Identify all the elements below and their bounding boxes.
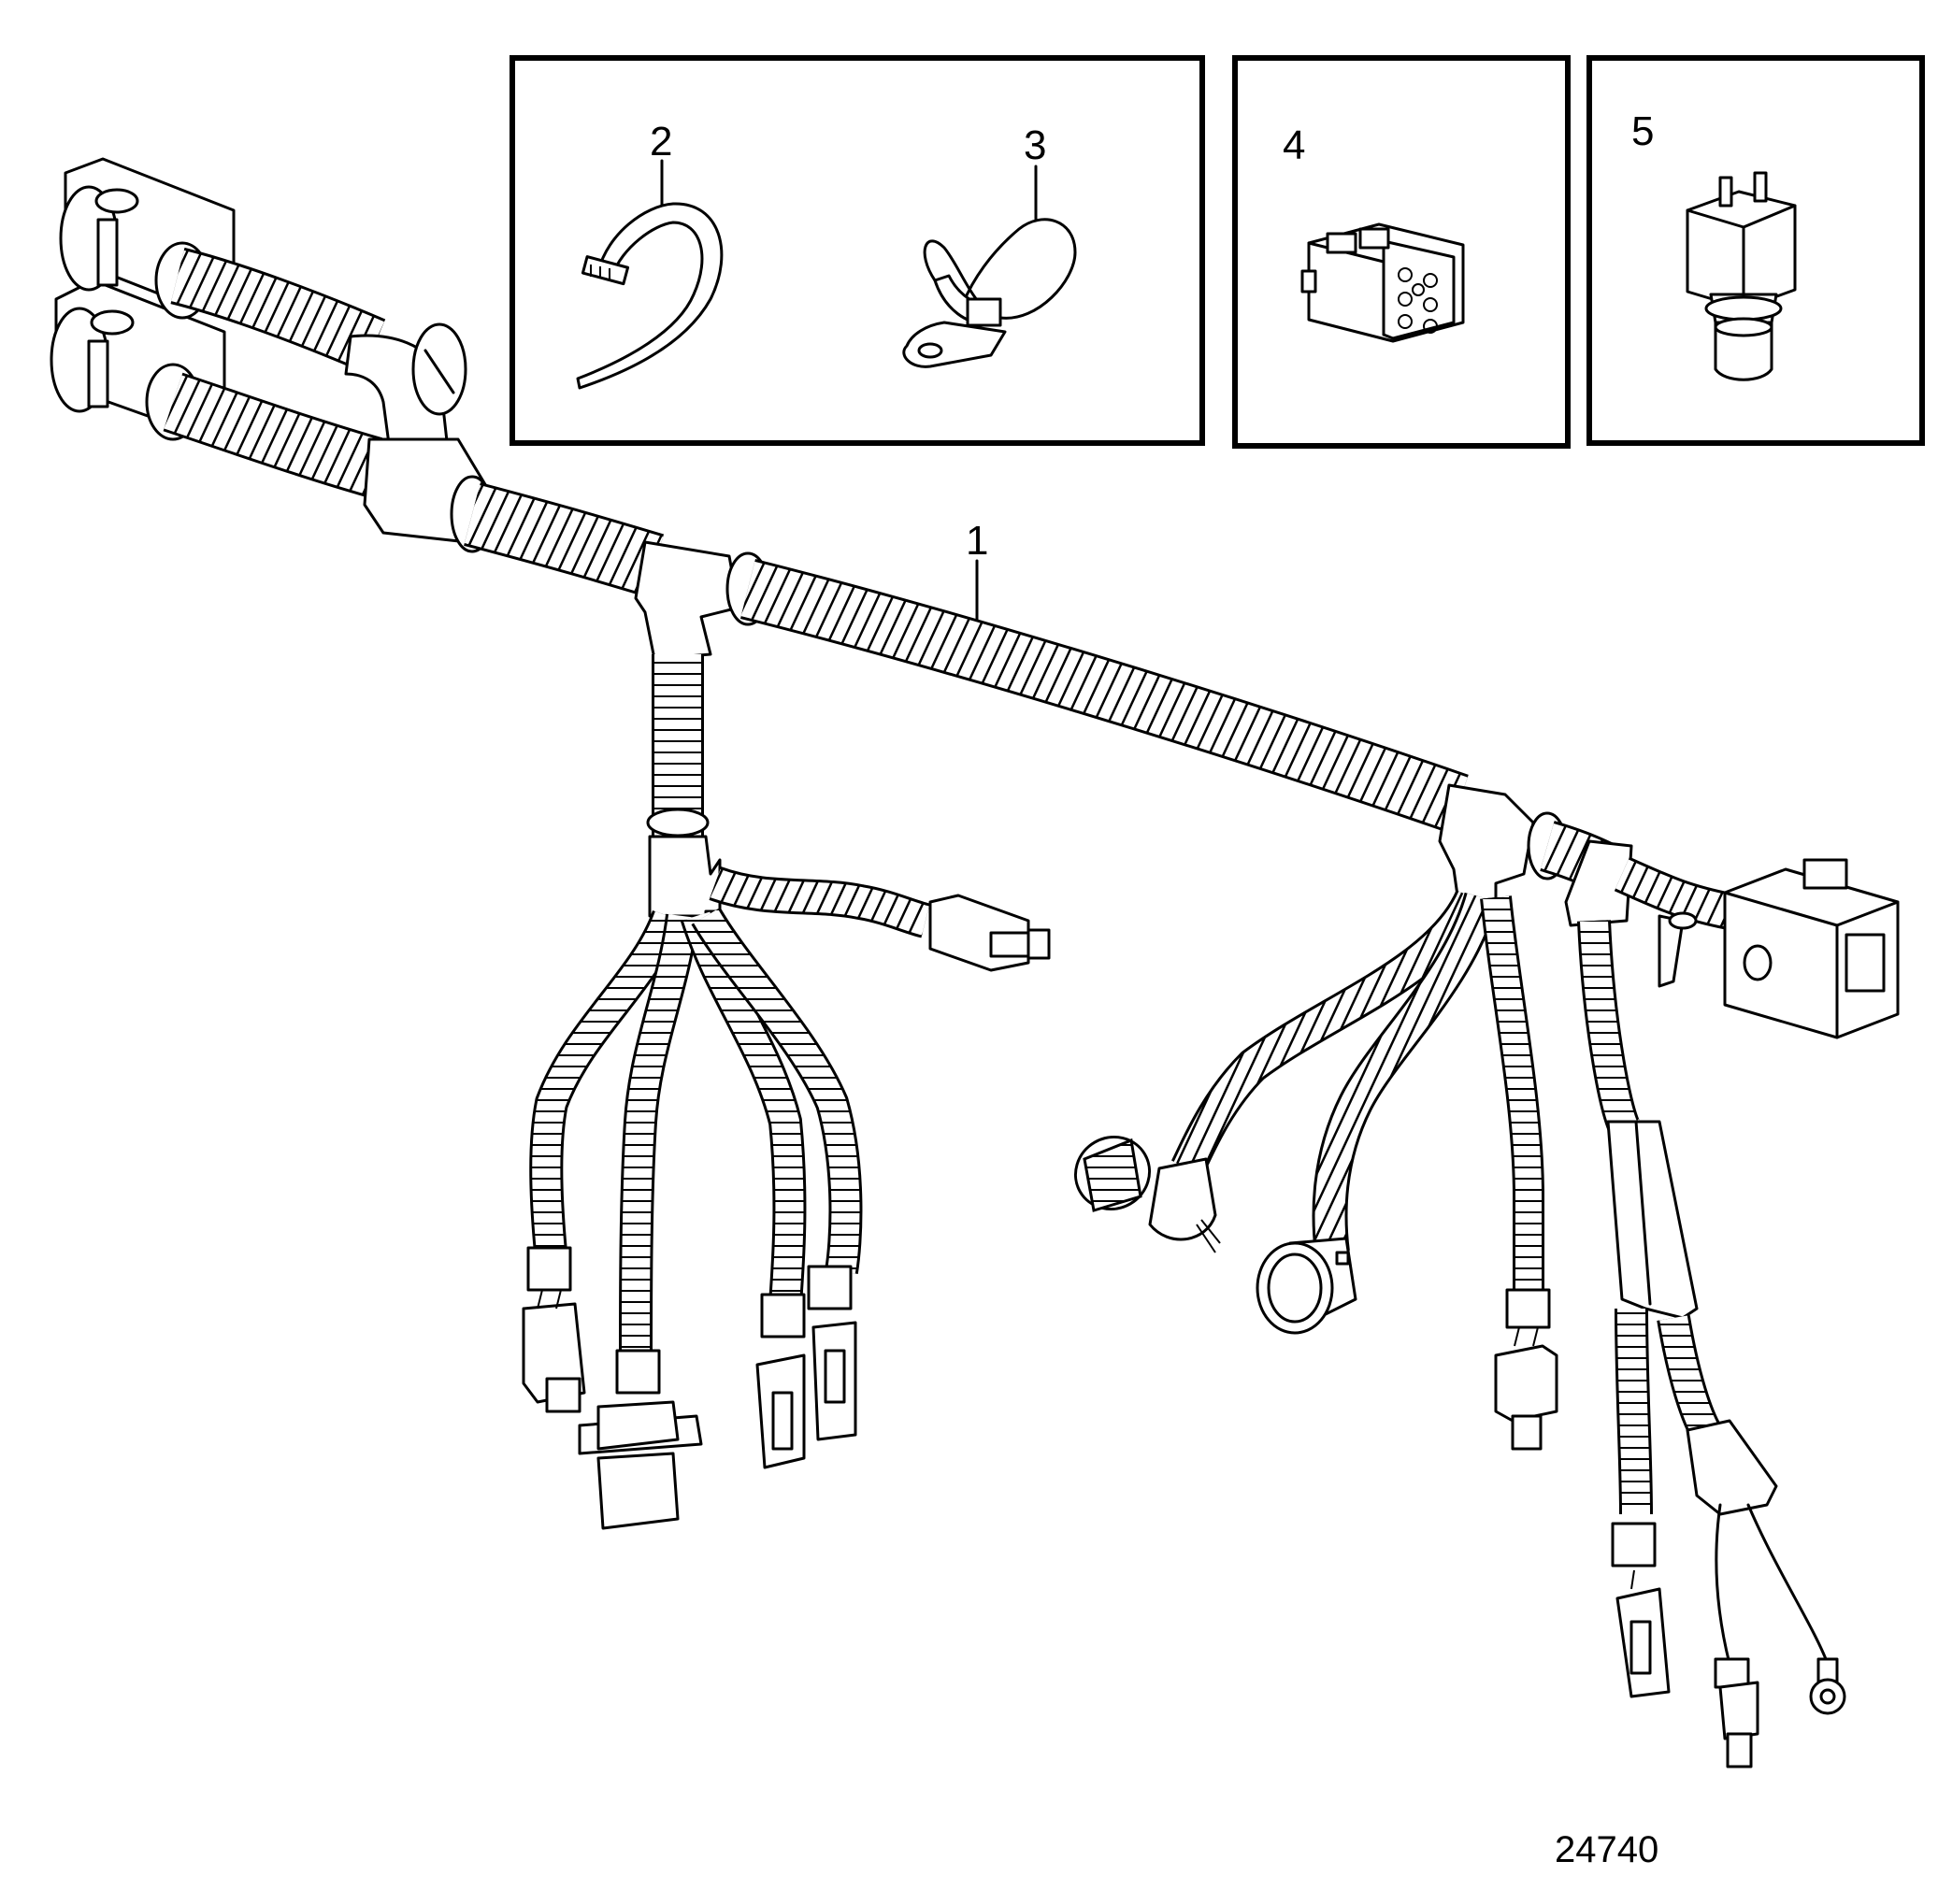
connector-housing-part <box>1300 222 1465 343</box>
angled-sensor-connector <box>1073 1135 1221 1253</box>
left-lead-connectors <box>522 1246 857 1530</box>
callout-3: 3 <box>1024 122 1046 168</box>
callout-2: 2 <box>650 119 672 165</box>
temperature-sender <box>1494 1288 1558 1451</box>
inset-box-cable-ties <box>510 55 1205 446</box>
callout-4: 4 <box>1283 122 1305 168</box>
inset-box-connector <box>1232 55 1571 449</box>
cable-tie-part <box>576 202 724 390</box>
inset-box-relay <box>1586 55 1925 446</box>
main-harness-part <box>50 157 1900 1768</box>
lower-lead-connector <box>1611 1522 1671 1698</box>
callout-1: 1 <box>966 518 988 564</box>
dual-connector-block <box>50 157 236 441</box>
bullet-connector <box>1714 1657 1759 1768</box>
p-clamp-part <box>902 218 1077 368</box>
callout-5: 5 <box>1631 108 1654 154</box>
figure-code: 24740 <box>1555 1829 1658 1870</box>
round-sensor <box>1256 1237 1357 1335</box>
relay-sender-part <box>1686 171 1797 381</box>
ring-terminal <box>1809 1657 1846 1715</box>
